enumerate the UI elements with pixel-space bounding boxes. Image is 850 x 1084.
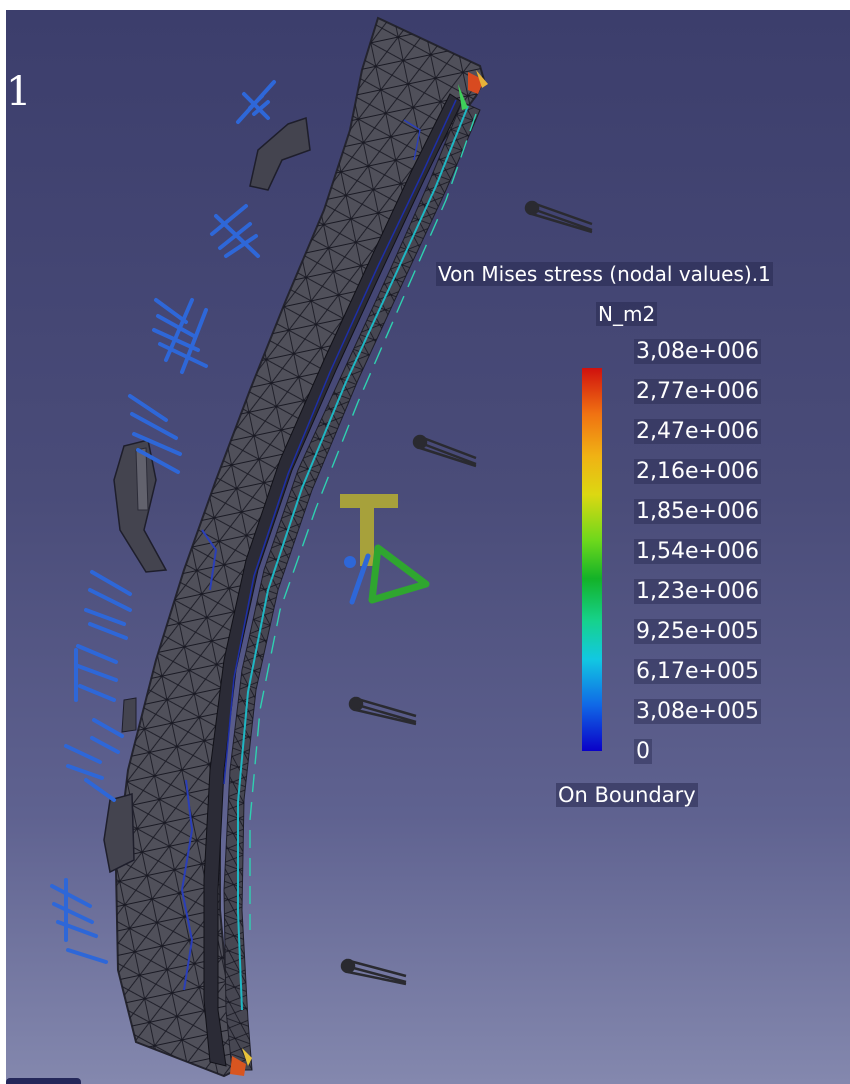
legend-value: 3,08e+005: [634, 699, 761, 724]
legend-value: 6,17e+005: [634, 659, 761, 684]
legend-title: Von Mises stress (nodal values).1: [436, 262, 773, 286]
clamp-restraint-icon: [50, 80, 276, 964]
legend-value: 1,85e+006: [634, 499, 761, 524]
mesh-part[interactable]: [103, 16, 488, 1078]
axis-triad-icon[interactable]: [340, 494, 430, 605]
fea-model-scene[interactable]: [6, 10, 850, 1084]
corner-tab[interactable]: [6, 1078, 81, 1084]
legend-value: 1,23e+006: [634, 579, 761, 604]
legend-value: 0: [634, 739, 652, 764]
legend-color-bar: [582, 368, 602, 751]
partial-label: 1: [6, 69, 32, 115]
3d-viewport[interactable]: 1 Von Mises stress (nodal values).1 N_m2…: [6, 10, 850, 1084]
legend-footer: On Boundary: [556, 783, 698, 807]
legend-value: 1,54e+006: [634, 539, 761, 564]
legend-value: 9,25e+005: [634, 619, 761, 644]
legend-value: 2,47e+006: [634, 419, 761, 444]
legend-value: 2,77e+006: [634, 379, 761, 404]
legend-unit: N_m2: [596, 302, 658, 326]
legend-value: 2,16e+006: [634, 459, 761, 484]
legend-value: 3,08e+006: [634, 339, 761, 364]
distributed-force-arrow-icon: [340, 200, 593, 986]
